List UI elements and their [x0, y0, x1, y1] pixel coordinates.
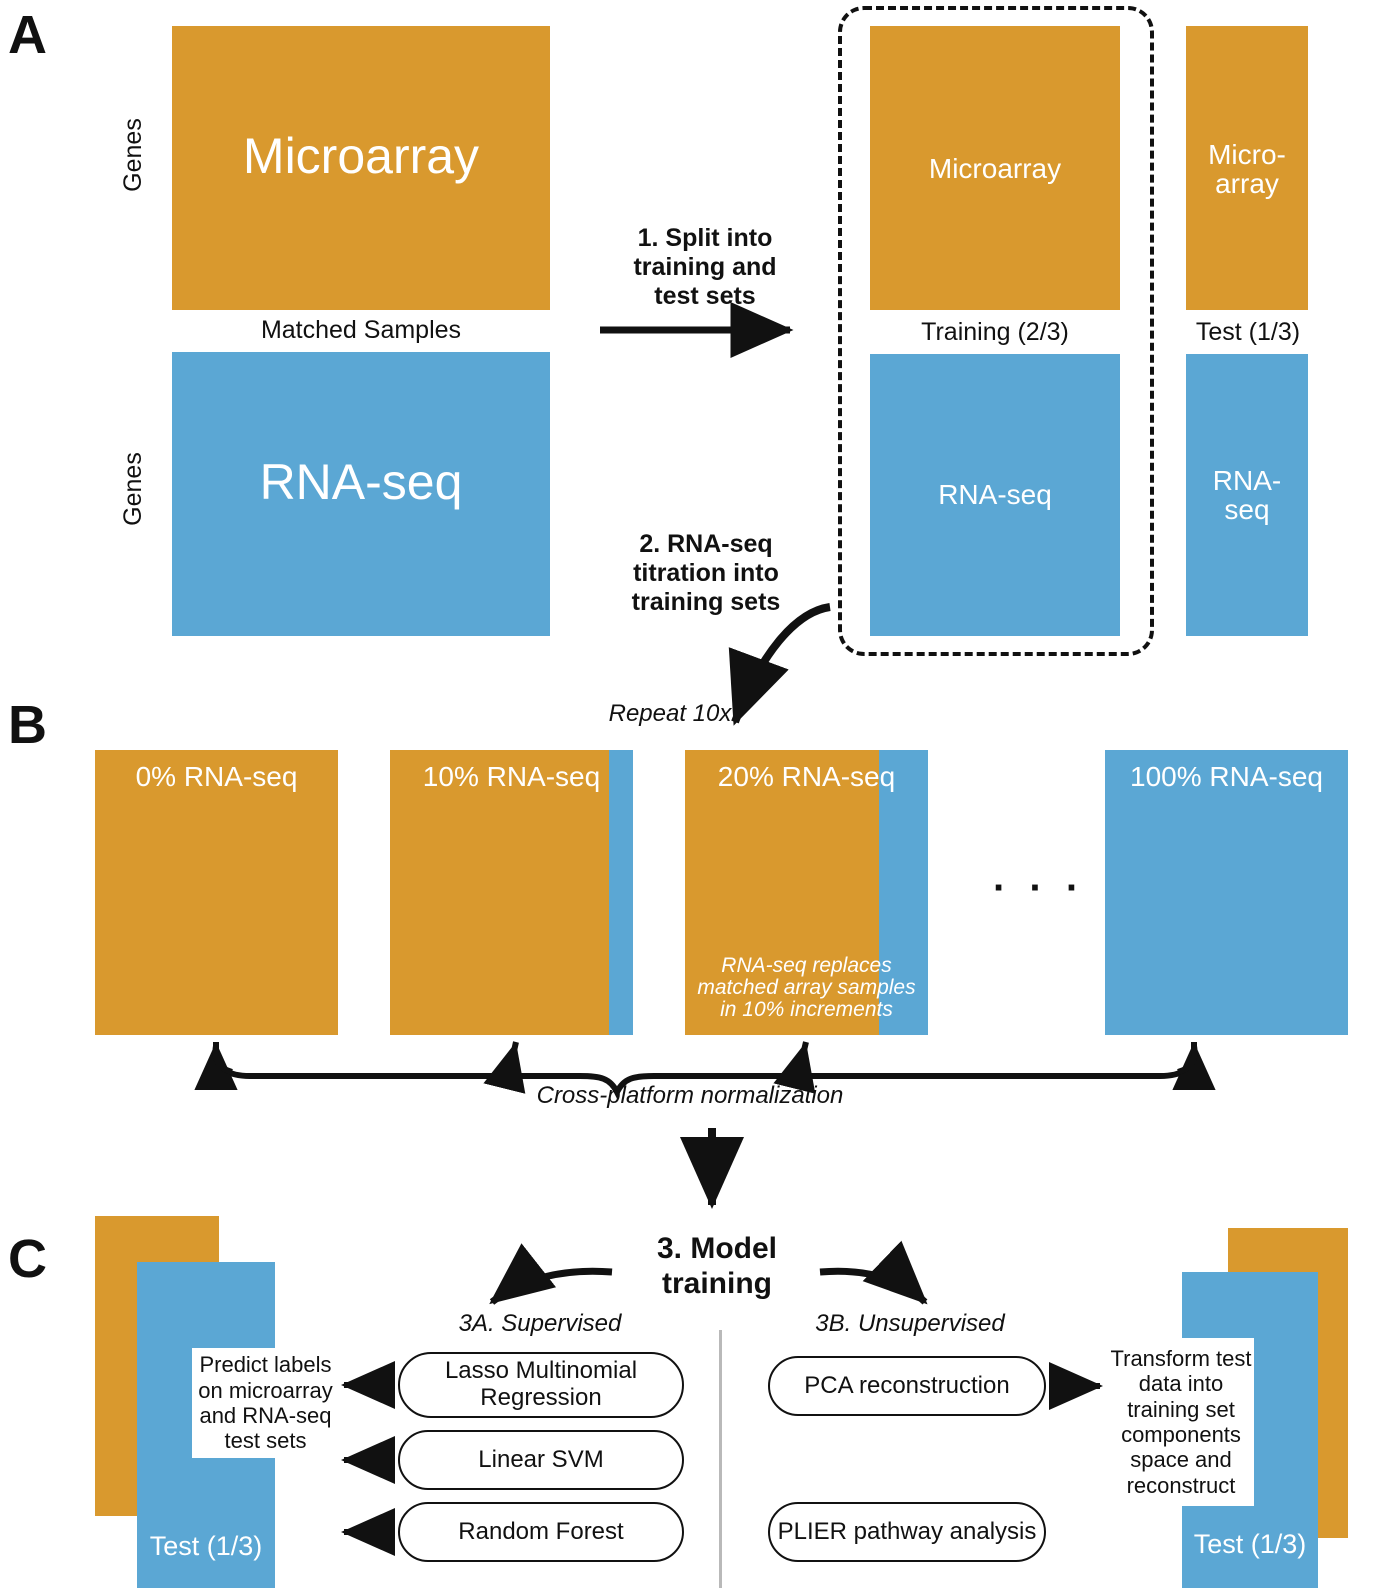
right-test-label: Test (1/3) [1193, 1529, 1307, 1559]
unsupervised-branch-arrow [819, 1240, 928, 1305]
axis-label-genes-microarray: Genes [119, 118, 147, 192]
training-rnaseq-label: RNA-seq [938, 479, 1052, 510]
panel-letter-b: B [8, 695, 47, 755]
matched-samples-label: Matched Samples [260, 316, 462, 344]
unsupervised-heading: 3B. Unsupervised [815, 1310, 1005, 1337]
axis-label-genes-rnaseq: Genes [119, 452, 147, 526]
method-random-forest[interactable]: Random Forest [398, 1502, 684, 1562]
titration-box-100: 100% RNA-seq [1105, 750, 1348, 1035]
training-set-group-outline [838, 6, 1154, 656]
supervised-branch-arrow [489, 1243, 613, 1305]
test-microarray-box: Micro-array [1186, 26, 1308, 310]
microarray-matrix-label: Microarray [242, 128, 480, 184]
test-rnaseq-label: RNA-seq [1212, 465, 1282, 526]
microarray-matrix: Microarray [172, 26, 550, 310]
test-rnaseq-box: RNA-seq [1186, 354, 1308, 636]
supervised-heading: 3A. Supervised [458, 1310, 622, 1337]
ellipsis-gap: · · · [993, 866, 1086, 910]
brace-tip-10 [483, 1041, 526, 1094]
training-split-label: Training (2/3) [921, 318, 1069, 346]
training-rnaseq-box: RNA-seq [870, 354, 1120, 636]
training-microarray-label: Microarray [928, 153, 1062, 184]
method-linear-svm[interactable]: Linear SVM [398, 1430, 684, 1490]
test-microarray-label: Micro-array [1208, 139, 1286, 200]
brace-tip-20 [773, 1041, 816, 1094]
rnaseq-matrix: RNA-seq [172, 352, 550, 636]
titration-box-10-array-portion [390, 750, 609, 1035]
cross-platform-normalization-label: Cross-platform normalization [536, 1082, 844, 1109]
panel-letter-c: C [8, 1229, 47, 1289]
method-plier-pathway-analysis[interactable]: PLIER pathway analysis [768, 1502, 1046, 1562]
titration-label-0: 0% RNA-seq [135, 761, 298, 792]
titration-box-20-array-portion [685, 750, 880, 1035]
titration-label-100: 100% RNA-seq [1130, 761, 1323, 792]
rnaseq-matrix-label: RNA-seq [259, 454, 463, 510]
repeat-10x-label: Repeat 10x [608, 700, 732, 727]
test-split-label: Test (1/3) [1195, 318, 1301, 346]
method-pca-reconstruction[interactable]: PCA reconstruction [768, 1356, 1046, 1416]
panel-c-divider [719, 1330, 722, 1588]
panel-letter-a: A [8, 5, 47, 65]
left-test-label: Test (1/3) [149, 1531, 263, 1561]
titration-box-0: 0% RNA-seq [95, 750, 338, 1035]
training-microarray-box: Microarray [870, 26, 1120, 310]
